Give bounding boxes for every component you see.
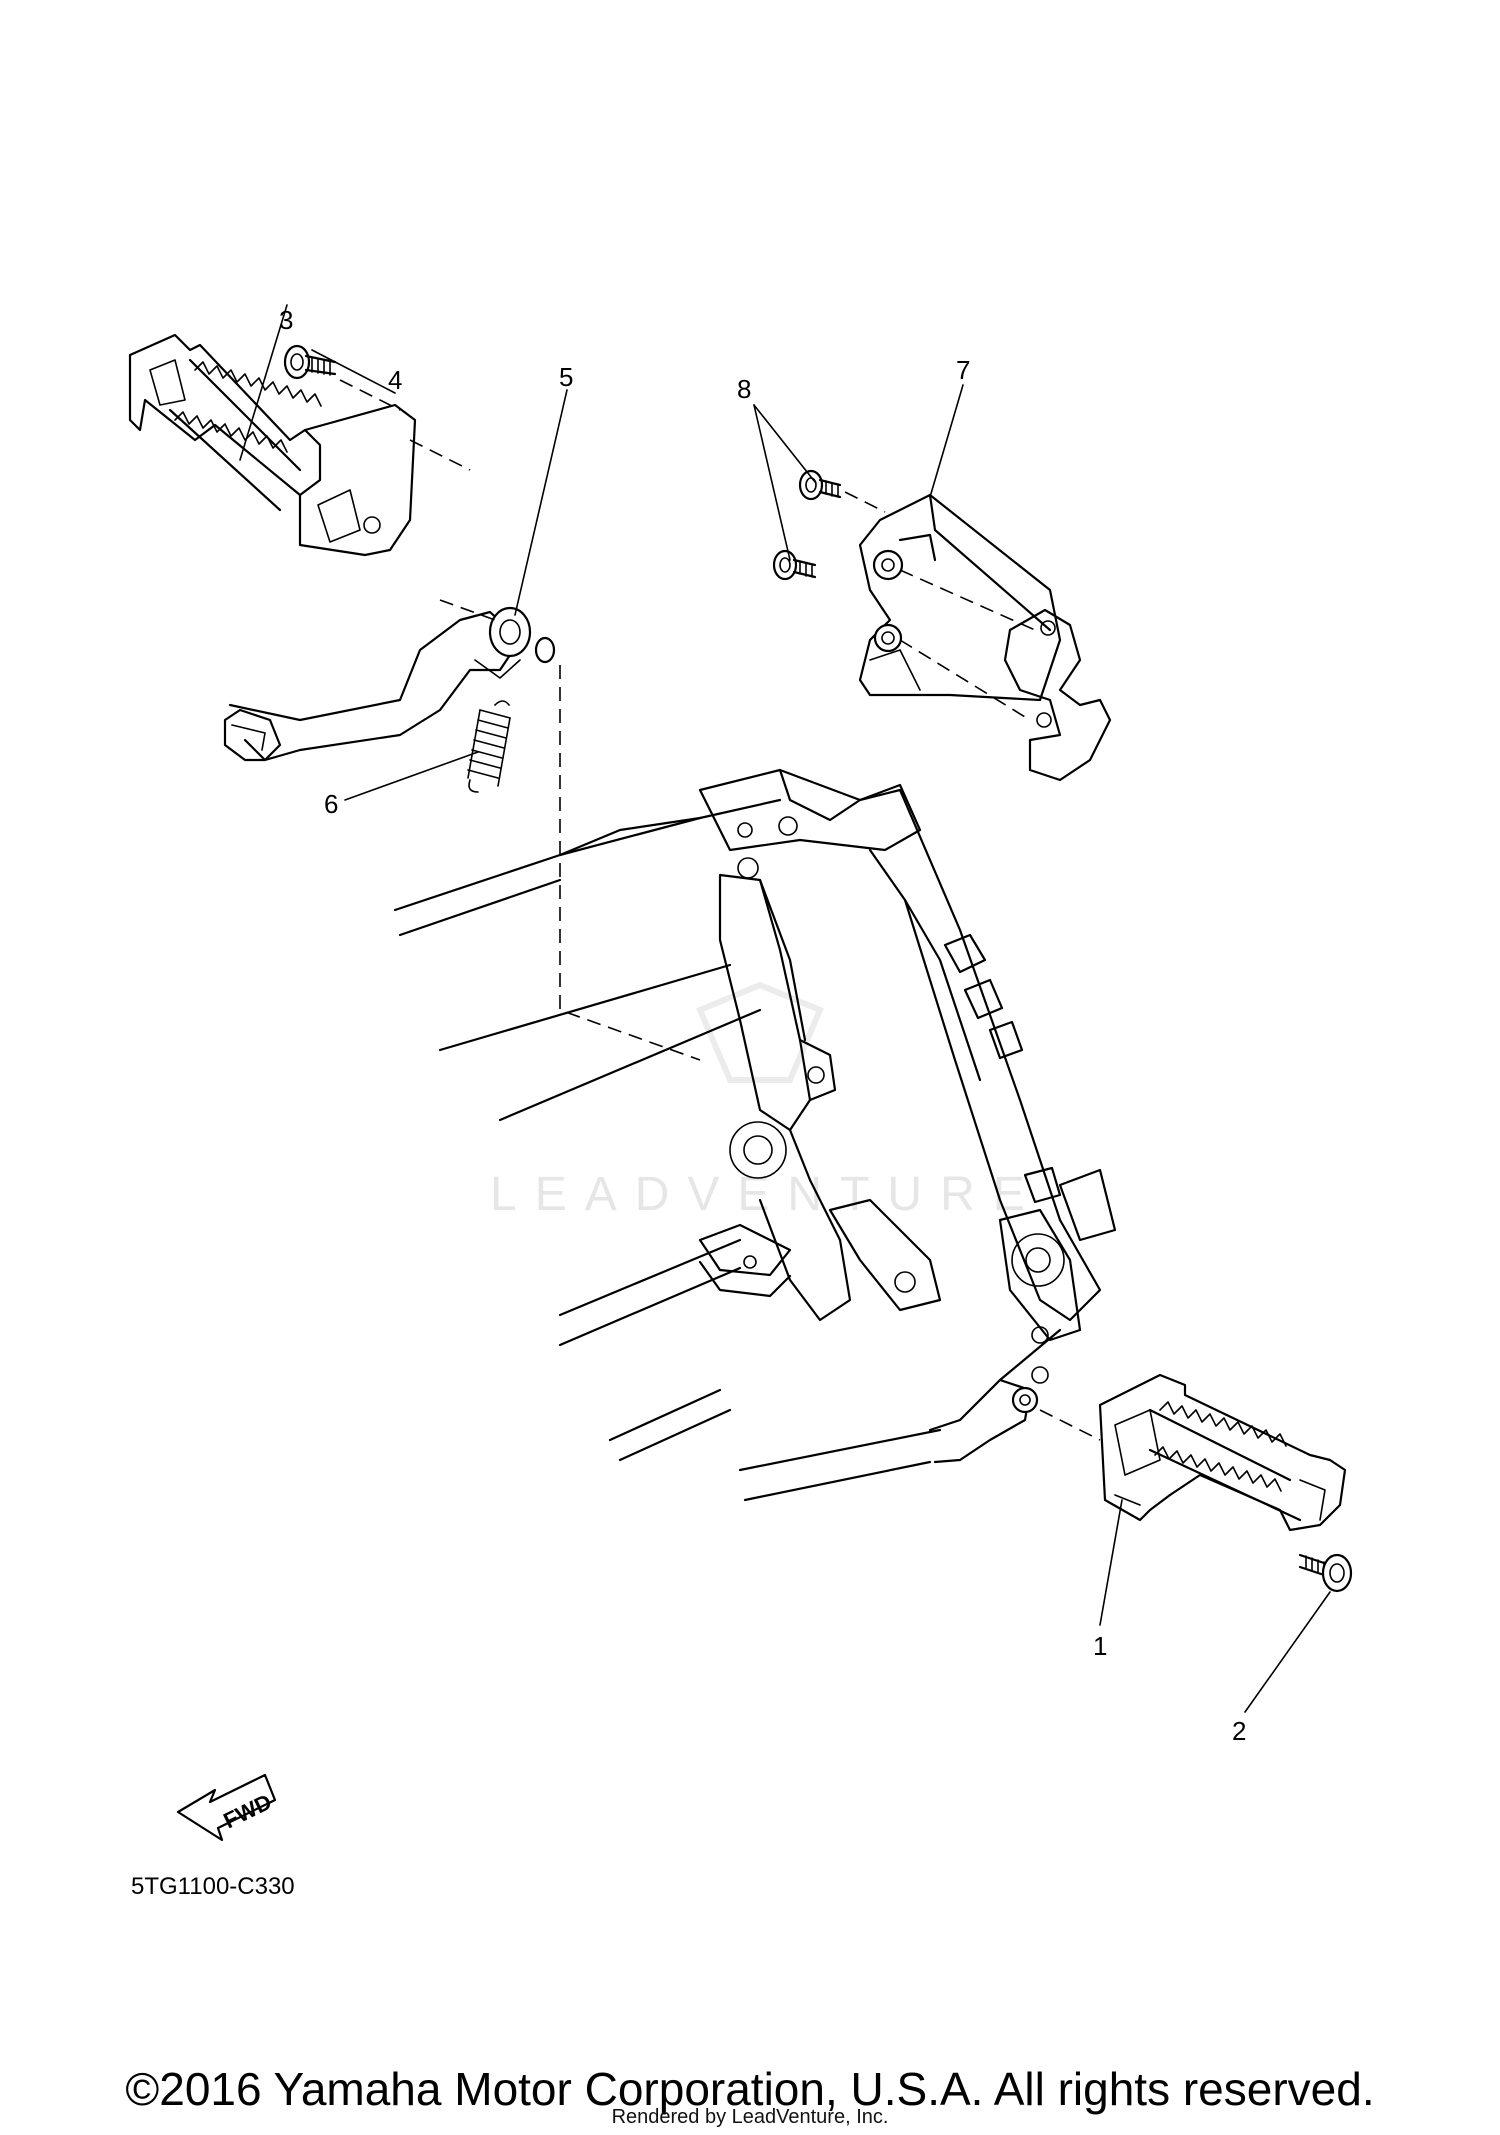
part-3-left-footrest — [128, 333, 417, 557]
fwd-label: FWD — [219, 1789, 275, 1833]
callout-2: 2 — [1232, 1716, 1246, 1746]
callout-5: 5 — [559, 362, 573, 392]
part-7-right-bracket — [858, 493, 1112, 782]
callout-4: 4 — [388, 365, 402, 395]
part-1-right-footrest — [1039, 1373, 1347, 1532]
part-2-bolt — [1298, 1553, 1353, 1593]
rendered-by-credit: Rendered by LeadVenture, Inc. — [611, 2106, 889, 2128]
callout-numbers: 1 2 3 4 5 6 7 8 — [279, 305, 1246, 1746]
fwd-arrow: FWD — [176, 1773, 277, 1842]
callout-3: 3 — [279, 305, 293, 335]
copyright-notice: ©2016 Yamaha Motor Corporation, U.S.A. A… — [125, 2063, 1375, 2115]
pedal-assembly-leader — [559, 665, 701, 1061]
part-5-brake-pedal — [223, 599, 556, 762]
callout-8: 8 — [737, 374, 751, 404]
callout-1: 1 — [1093, 1631, 1107, 1661]
callout-leaders — [239, 304, 1331, 1713]
diagram-code: 5TG1100-C330 — [131, 1873, 295, 1900]
callout-6: 6 — [324, 789, 338, 819]
frame — [393, 768, 1117, 1502]
part-6-spring — [467, 700, 511, 793]
callout-7: 7 — [956, 355, 970, 385]
watermark-text: LEADVENTURE — [490, 1168, 1043, 1221]
watermark: LEADVENTURE — [490, 981, 1043, 1221]
part-8-bolts — [772, 469, 886, 581]
part-4-bolt — [283, 344, 471, 471]
